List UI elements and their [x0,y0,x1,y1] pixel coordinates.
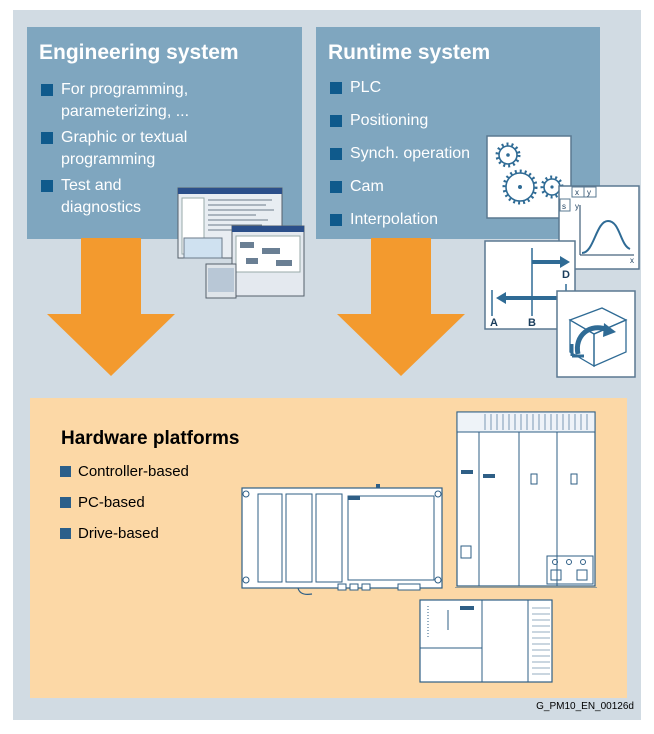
bullet-square-icon [41,132,53,144]
position-a-label: A [490,317,498,329]
runtime-item-label: PLC [350,79,382,96]
bullet-square-icon [41,180,53,192]
runtime-item-plc: PLC [328,77,470,99]
hardware-item-drive: Drive-based [58,518,189,549]
runtime-item-interpolation: Interpolation [328,209,470,231]
engineering-item-line: For programming, [61,81,189,98]
cam-tab-y-label: y [587,188,591,197]
hardware-item-pc: PC-based [58,487,189,518]
pc-hardware-illustration [419,599,553,683]
bullet-square-icon [60,466,71,477]
bullet-square-icon [41,84,53,96]
runtime-item-label: Positioning [350,112,429,129]
figure-id-label: G_PM10_EN_00126d [536,701,634,712]
engineering-item-line: programming [61,151,156,168]
engineering-item-programming: For programming, parameterizing, ... [39,79,189,123]
runtime-item-label: Interpolation [350,211,439,228]
bullet-square-icon [330,148,342,160]
cam-tab-x-label: x [575,188,579,197]
cam-axis-x-label: x [630,256,634,265]
gear-drive-illustration [486,135,572,219]
runtime-item-label: Synch. operation [350,145,471,162]
bullet-square-icon [60,528,71,539]
bullet-square-icon [330,181,342,193]
engineering-item-test: Test and diagnostics [39,175,189,219]
runtime-item-synch: Synch. operation [328,143,470,165]
bullet-square-icon [60,497,71,508]
hardware-item-label: PC-based [78,494,145,511]
engineering-system-title: Engineering system [39,41,239,64]
position-b-label: B [528,317,536,329]
runtime-item-cam: Cam [328,176,470,198]
engineering-item-line: Test and [61,177,122,194]
interpolation-illustration [556,290,636,378]
engineering-list: For programming, parameterizing, ... Gra… [39,79,189,219]
runtime-item-label: Cam [350,178,384,195]
engineering-item-graphic: Graphic or textual programming [39,127,189,171]
runtime-down-arrow-icon [337,238,465,376]
engineering-item-line: Graphic or textual [61,129,188,146]
position-d-label: D [562,269,570,281]
drive-hardware-illustration [455,411,597,588]
software-screenshots-illustration [177,187,305,299]
runtime-item-positioning: Positioning [328,110,470,132]
runtime-system-title: Runtime system [328,41,491,64]
engineering-system-panel: Engineering system For programming, para… [27,27,302,239]
engineering-item-line: parameterizing, ... [61,103,190,120]
hardware-item-controller: Controller-based [58,456,189,487]
engineering-item-line: diagnostics [61,199,142,216]
cam-axis-y-label: y [575,202,579,211]
bullet-square-icon [330,115,342,127]
hardware-item-label: Controller-based [78,463,189,480]
hardware-item-label: Drive-based [78,525,159,542]
cam-tab-s-label: s [562,202,566,211]
engineering-down-arrow-icon [47,238,175,376]
bullet-square-icon [330,214,342,226]
controller-hardware-illustration [241,484,443,595]
runtime-list: PLC Positioning Synch. operation Cam Int… [328,77,470,231]
hardware-platforms-title: Hardware platforms [61,428,240,449]
hardware-list: Controller-based PC-based Drive-based [58,456,189,549]
bullet-square-icon [330,82,342,94]
